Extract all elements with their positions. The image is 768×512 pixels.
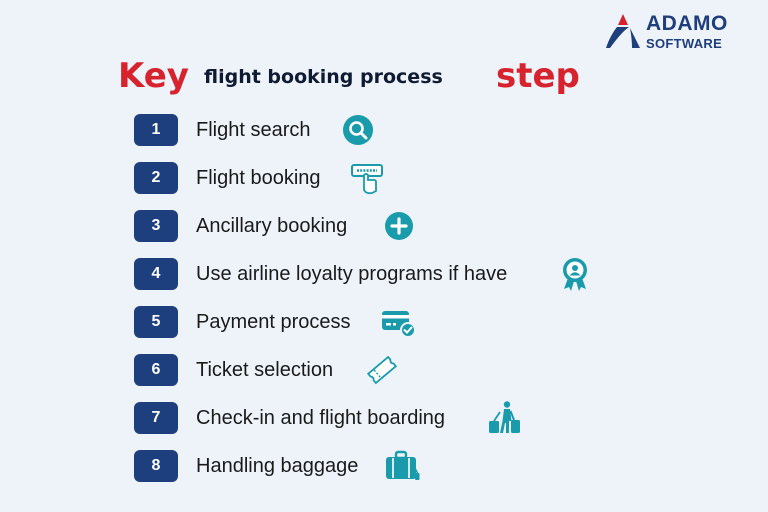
step-label: Payment process: [196, 311, 351, 333]
adamo-logo: ADAMO SOFTWARE: [604, 10, 760, 54]
loyalty-badge-icon: [557, 256, 593, 292]
step-number-badge: 4: [134, 258, 178, 290]
brand-name: ADAMO: [646, 12, 728, 35]
search-icon: [340, 112, 376, 148]
step-label: Check-in and flight boarding: [196, 407, 446, 429]
step-label: Ancillary booking: [196, 215, 348, 237]
step-number-badge: 7: [134, 402, 178, 434]
step-number-badge: 8: [134, 450, 178, 482]
step-item: 7 Check-in and flight boarding: [134, 400, 734, 436]
step-label: Flight booking: [196, 167, 321, 189]
step-label: Use airline loyalty programs if have: [196, 263, 508, 285]
step-number-badge: 1: [134, 114, 178, 146]
step-label: Handling baggage: [196, 455, 359, 477]
step-item: 6 Ticket selection: [134, 354, 734, 388]
step-item: 8 Handling baggage: [134, 450, 734, 484]
traveler-luggage-icon: [486, 400, 522, 436]
step-number-badge: 2: [134, 162, 178, 194]
brand-subtitle: SOFTWARE: [646, 36, 723, 51]
step-item: 2 Flight booking: [134, 162, 734, 196]
title-middle-text: flight booking process: [204, 66, 443, 88]
suitcase-icon: [384, 448, 420, 484]
credit-card-icon: [380, 304, 416, 340]
logo-mark-icon: [606, 14, 640, 48]
page-title: Key flight booking process step: [118, 52, 598, 102]
step-number-badge: 3: [134, 210, 178, 242]
step-label: Flight search: [196, 119, 311, 141]
title-word-key: Key: [118, 56, 189, 96]
step-item: 3 Ancillary booking: [134, 210, 734, 244]
step-item: 5 Payment process: [134, 306, 734, 340]
step-number-badge: 6: [134, 354, 178, 386]
step-item: 1 Flight search: [134, 114, 734, 148]
step-item: 4 Use airline loyalty programs if have: [134, 258, 734, 292]
ticket-icon: [364, 352, 400, 388]
step-number-badge: 5: [134, 306, 178, 338]
plus-icon: [381, 208, 417, 244]
booking-button-icon: [350, 160, 386, 196]
step-label: Ticket selection: [196, 359, 334, 381]
title-word-step: step: [496, 56, 580, 96]
